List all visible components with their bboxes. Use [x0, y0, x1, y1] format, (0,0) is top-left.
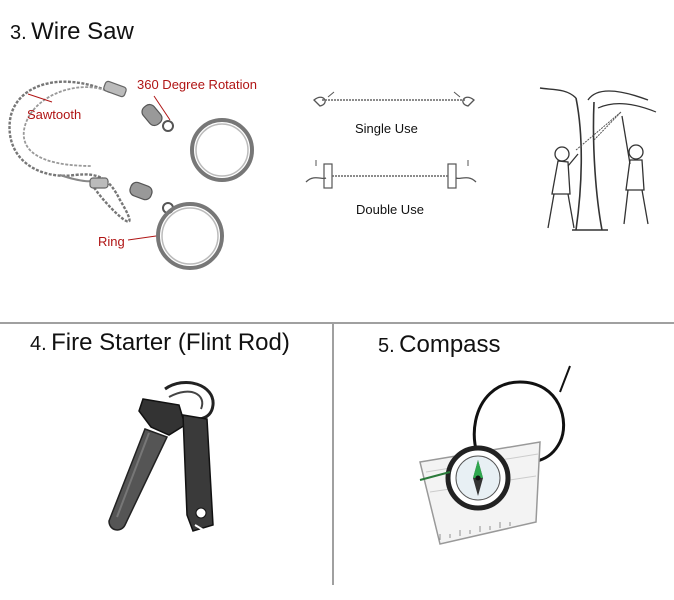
compass-number: 5. — [378, 335, 395, 357]
compass-title: Compass — [399, 331, 501, 358]
tree-sawing-illustration — [539, 87, 657, 231]
ring-label: Ring — [98, 234, 125, 249]
wire-saw-heading: 3. Wire Saw — [10, 18, 134, 46]
double-use-diagram — [305, 160, 477, 189]
wire-saw-number: 3. — [10, 22, 27, 44]
flint-rod-illustration — [108, 380, 215, 532]
wire-saw-illustration — [8, 80, 254, 270]
fire-starter-title: Fire Starter (Flint Rod) — [51, 329, 290, 356]
sawtooth-label: Sawtooth — [27, 107, 82, 122]
horizontal-divider — [0, 322, 674, 324]
compass-heading: 5. Compass — [378, 331, 501, 359]
fire-starter-heading: 4. Fire Starter (Flint Rod) — [30, 329, 290, 357]
wire-saw-title: Wire Saw — [31, 18, 134, 45]
rotation-label: 360 Degree Rotation — [137, 77, 257, 92]
single-use-caption: Single Use — [355, 121, 418, 136]
compass-illustration — [419, 365, 571, 545]
double-use-caption: Double Use — [356, 202, 424, 217]
single-use-diagram — [313, 91, 475, 107]
vertical-divider — [332, 323, 334, 585]
fire-starter-number: 4. — [30, 333, 47, 355]
